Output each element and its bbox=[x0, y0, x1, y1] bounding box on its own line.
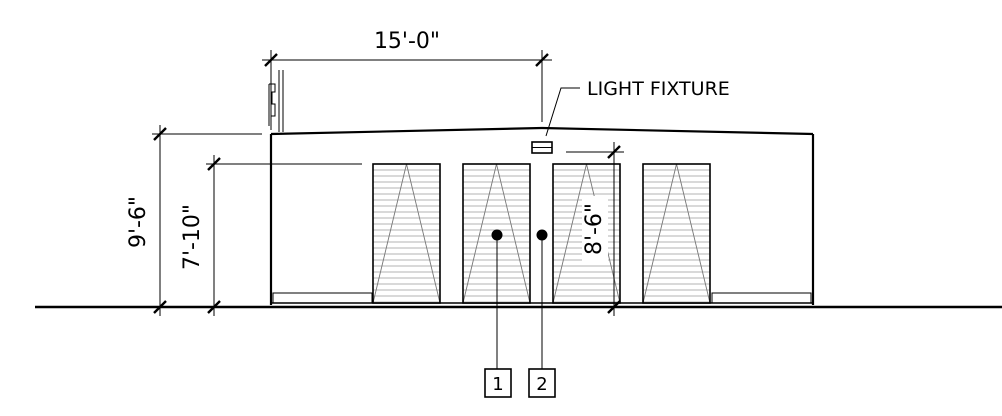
eave-height-dimension bbox=[152, 125, 262, 316]
keynote-1-label: 1 bbox=[492, 374, 503, 395]
door-handle-2 bbox=[536, 229, 548, 241]
light-fixture-icon bbox=[531, 141, 553, 154]
fixture-height-text-mask bbox=[582, 196, 608, 262]
keynote-2-tag bbox=[528, 368, 556, 398]
door-height-text: 7'-10" bbox=[180, 204, 205, 270]
keynote-2-label: 2 bbox=[536, 374, 547, 395]
fixture-height-text: 8'-6" bbox=[582, 203, 607, 255]
side-base-panels bbox=[272, 292, 812, 304]
keynote-1-tag bbox=[484, 368, 512, 398]
eave-height-text: 9'-6" bbox=[126, 196, 151, 248]
overhead-doors bbox=[372, 163, 711, 304]
light-fixture-label: LIGHT FIXTURE bbox=[587, 78, 730, 100]
door-handle-1 bbox=[491, 229, 503, 241]
overhead-door-1 bbox=[372, 163, 441, 304]
fixture-height-dimension bbox=[566, 142, 624, 316]
roof-vent-detail bbox=[268, 70, 284, 132]
door-height-dimension bbox=[206, 155, 362, 316]
overhead-door-4 bbox=[642, 163, 711, 304]
width-dimension bbox=[262, 50, 552, 130]
light-fixture-leader bbox=[545, 87, 580, 137]
width-dimension-text: 15'-0" bbox=[374, 29, 440, 54]
